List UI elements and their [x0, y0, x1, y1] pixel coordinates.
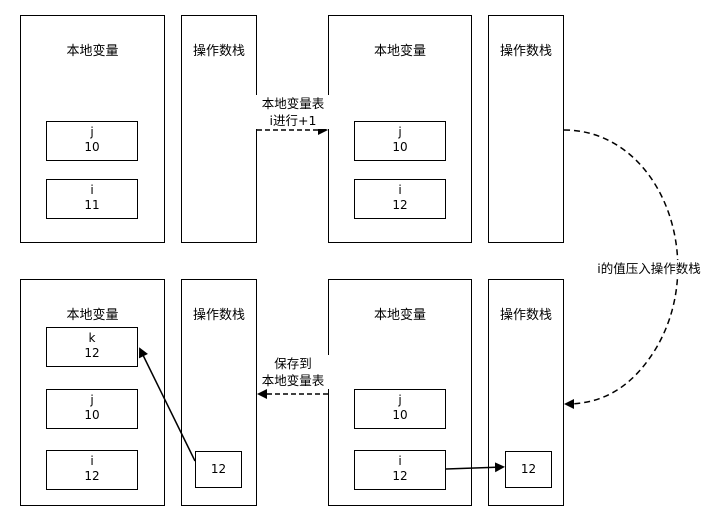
- var-name: k: [88, 331, 96, 345]
- local-variables-title: 本地变量: [373, 308, 426, 323]
- operand-stack-title: 操作数栈: [499, 44, 552, 59]
- top-left-operand-stack-box: 操作数栈: [181, 15, 257, 243]
- stack-to-k-arrow: [139, 347, 196, 462]
- var-name: j: [90, 125, 94, 139]
- bottom-left-var-i: i 12: [46, 450, 138, 490]
- var-value: 12: [392, 198, 408, 212]
- bottom-right-stack-value: 12: [505, 451, 552, 488]
- local-variables-title: 本地变量: [66, 44, 119, 59]
- bottom-left-var-j: j 10: [46, 389, 138, 429]
- local-variables-title: 本地变量: [66, 308, 119, 323]
- push-arrow: [563, 129, 679, 409]
- increment-label-line2: i进行+1: [269, 113, 317, 128]
- i-to-stack-arrow: [445, 462, 505, 473]
- top-left-var-i: i 11: [46, 179, 138, 219]
- var-name: i: [90, 183, 94, 197]
- var-value: 10: [84, 140, 100, 154]
- var-name: i: [90, 454, 94, 468]
- var-name: i: [398, 454, 402, 468]
- bottom-right-var-j: j 10: [354, 389, 446, 429]
- var-value: 12: [392, 469, 408, 483]
- top-right-var-i: i 12: [354, 179, 446, 219]
- increment-label-line1: 本地变量表: [261, 96, 325, 111]
- var-name: j: [90, 393, 94, 407]
- top-right-operand-stack-box: 操作数栈: [488, 15, 564, 243]
- store-label-line1: 保存到: [274, 356, 312, 371]
- operand-stack-title: 操作数栈: [499, 308, 552, 323]
- operand-stack-title: 操作数栈: [192, 44, 245, 59]
- operand-stack-title: 操作数栈: [192, 308, 245, 323]
- var-value: 10: [392, 408, 408, 422]
- var-value: 10: [392, 140, 408, 154]
- bottom-right-var-i: i 12: [354, 450, 446, 490]
- bottom-left-stack-value: 12: [195, 451, 242, 488]
- var-value: 10: [84, 408, 100, 422]
- var-name: i: [398, 183, 402, 197]
- var-name: j: [398, 393, 402, 407]
- var-value: 12: [84, 346, 100, 360]
- local-variables-title: 本地变量: [373, 44, 426, 59]
- push-label: i的值压入操作数栈: [591, 260, 707, 277]
- store-label-line2: 本地变量表: [261, 373, 325, 388]
- increment-label: 本地变量表 i进行+1: [255, 95, 331, 129]
- var-value: 11: [84, 198, 100, 212]
- top-right-var-j: j 10: [354, 121, 446, 161]
- top-left-var-j: j 10: [46, 121, 138, 161]
- var-value: 12: [84, 469, 100, 483]
- store-label: 保存到 本地变量表: [257, 355, 329, 389]
- bottom-left-var-k: k 12: [46, 327, 138, 367]
- var-name: j: [398, 125, 402, 139]
